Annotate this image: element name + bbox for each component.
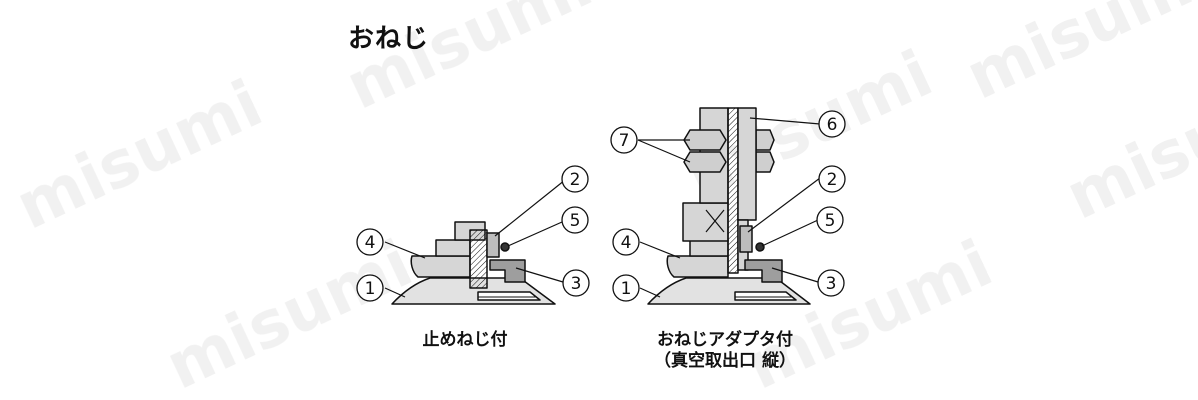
left-figure — [391, 221, 556, 305]
right-caption-line2: （真空取出口 縦） — [654, 351, 796, 371]
right-caption-line1: おねじアダプタ付 — [657, 330, 793, 350]
right-flange-step — [689, 239, 729, 257]
left-retainer — [489, 259, 526, 283]
right-retainer — [744, 259, 783, 283]
right-figure — [647, 107, 811, 305]
right-hex-body — [682, 202, 729, 242]
left-caption: 止めねじ付 — [422, 330, 508, 350]
callout-6: 6 — [818, 110, 846, 138]
svg-text:3: 3 — [826, 274, 837, 294]
callout-5: 5 — [816, 206, 844, 234]
right-nut-lower — [683, 151, 727, 173]
callout-3: 3 — [562, 269, 590, 297]
right-cavity — [734, 291, 797, 301]
left-body — [469, 229, 488, 289]
left-set-screw — [486, 232, 500, 258]
callout-2: 2 — [818, 165, 846, 193]
callout-7: 7 — [610, 126, 638, 154]
right-o-ring — [755, 242, 765, 252]
callout-3: 3 — [817, 269, 845, 297]
svg-text:2: 2 — [570, 170, 581, 190]
svg-text:6: 6 — [827, 115, 838, 135]
callout-2: 2 — [561, 165, 589, 193]
svg-text:1: 1 — [365, 279, 376, 299]
page-title: おねじ — [348, 24, 430, 54]
right-flange — [666, 255, 729, 278]
callout-4: 4 — [612, 228, 640, 256]
svg-text:4: 4 — [365, 233, 376, 253]
svg-text:1: 1 — [621, 279, 632, 299]
svg-text:7: 7 — [619, 131, 630, 151]
svg-text:2: 2 — [827, 170, 838, 190]
svg-text:5: 5 — [825, 211, 836, 231]
callout-1: 1 — [612, 274, 640, 302]
callout-5: 5 — [561, 206, 589, 234]
right-leaders — [637, 117, 821, 298]
left-flange — [410, 255, 471, 278]
left-callouts: 4 1 2 5 3 — [356, 165, 590, 302]
callout-4: 4 — [356, 228, 384, 256]
right-nut-upper — [683, 129, 727, 151]
left-o-ring — [500, 242, 510, 252]
svg-text:4: 4 — [621, 233, 632, 253]
svg-text:5: 5 — [570, 211, 581, 231]
svg-text:3: 3 — [571, 274, 582, 294]
right-callouts: 7 6 2 5 4 1 3 — [610, 110, 846, 302]
right-column — [737, 107, 757, 221]
left-cavity — [477, 291, 541, 301]
left-flange-step — [435, 239, 471, 257]
right-set-screw — [739, 225, 753, 253]
right-tube — [727, 107, 739, 274]
callout-1: 1 — [356, 274, 384, 302]
left-leaders — [384, 179, 566, 298]
